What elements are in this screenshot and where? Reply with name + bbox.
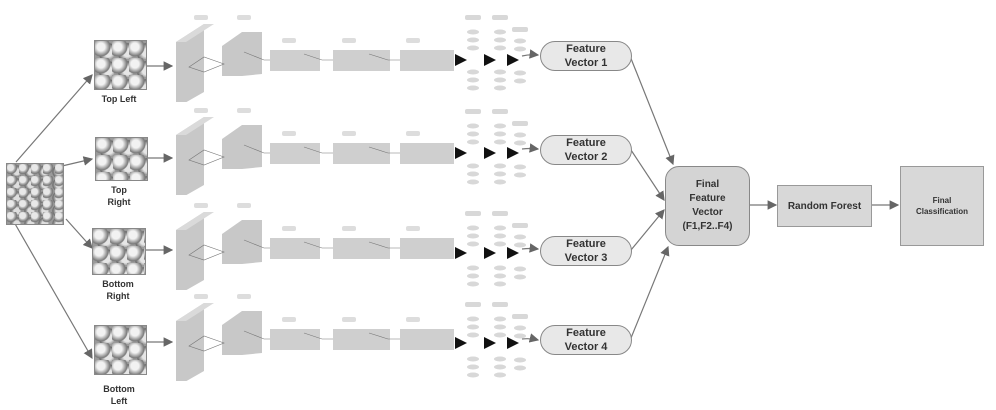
crop-image-bottom-right <box>92 228 146 275</box>
cnn-row-1 <box>174 12 459 108</box>
input-seed-image <box>6 163 64 225</box>
crop-label-top-left: Top Left <box>101 94 137 104</box>
final-feature-vector-node: Final Feature Vector (F1,F2..F4) <box>665 166 750 246</box>
crop-image-top-right <box>95 137 148 181</box>
cnn-architecture-icon <box>176 15 454 108</box>
cnn-architecture-icon <box>176 203 454 296</box>
cnn-architecture-icon <box>176 108 454 201</box>
cnn-architecture-icon <box>176 294 454 387</box>
crop-image-top-left <box>94 40 147 90</box>
cnn-row-4 <box>174 291 459 387</box>
cnn-row-3 <box>174 200 459 296</box>
random-forest-node: Random Forest <box>777 185 872 227</box>
crop-image-bottom-left <box>94 325 147 375</box>
fully-connected-layers-icon <box>465 15 528 378</box>
cnn-row-2 <box>174 105 459 201</box>
